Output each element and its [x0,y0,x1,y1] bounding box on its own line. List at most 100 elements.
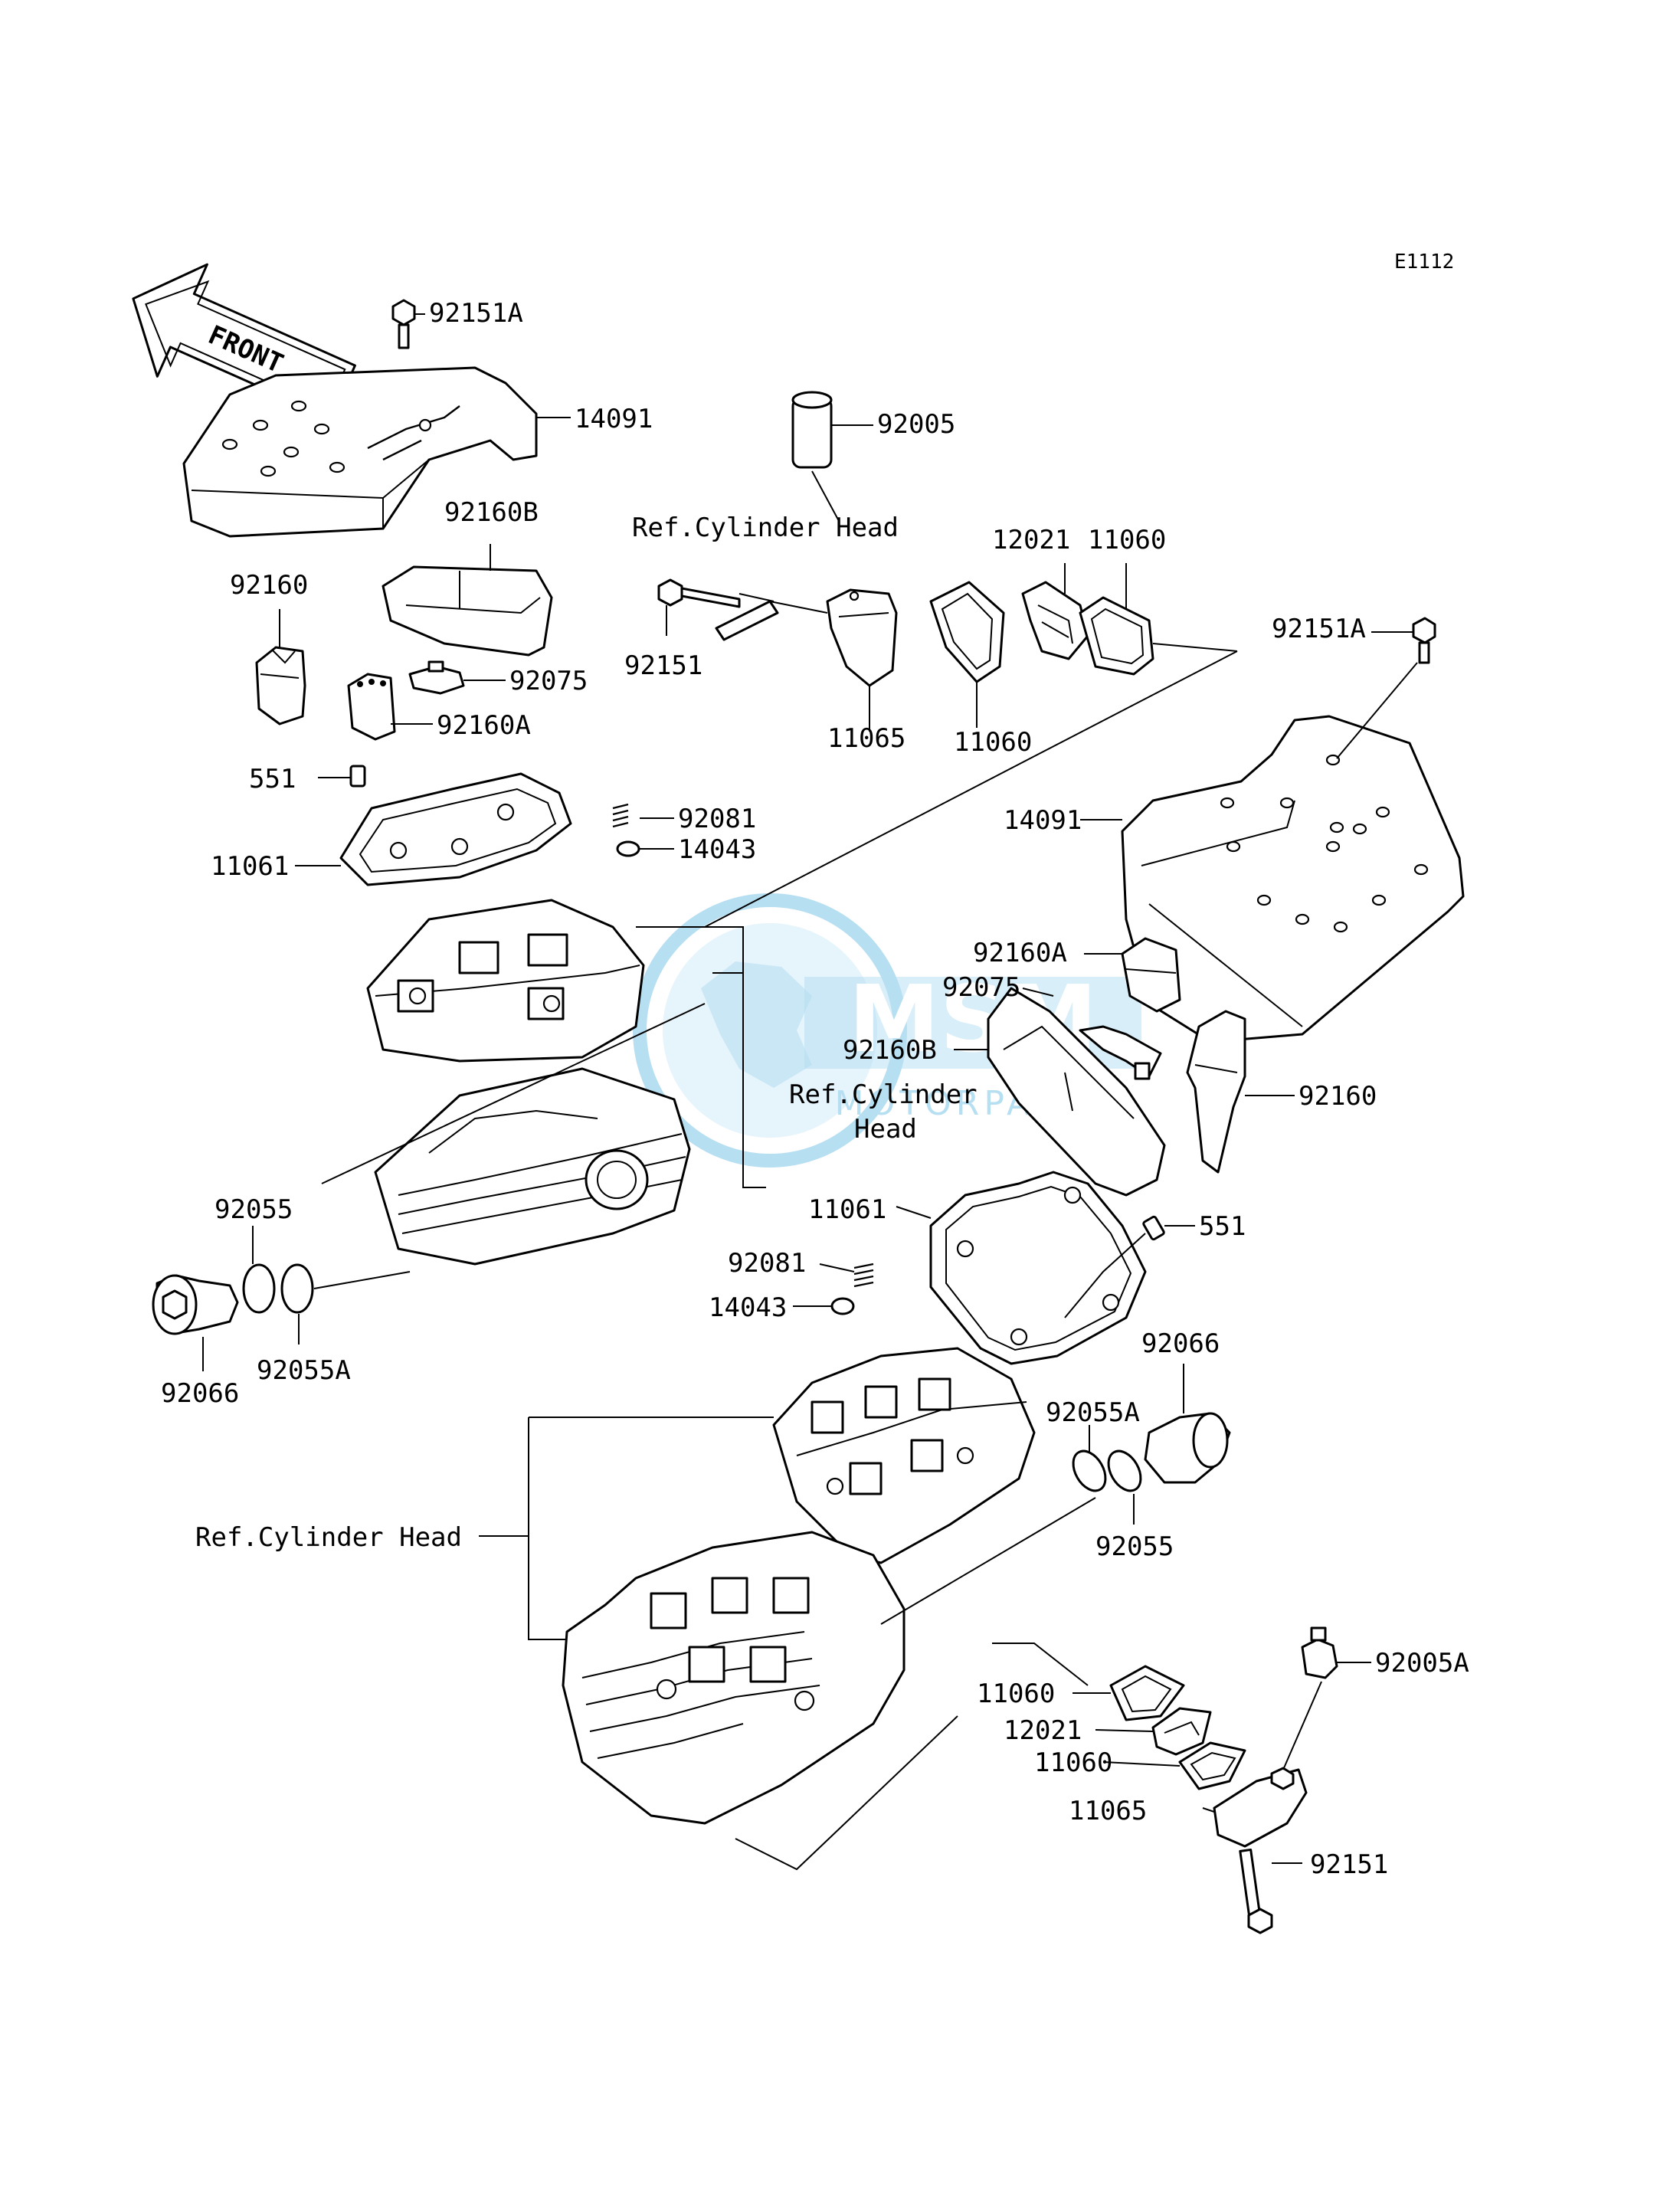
label-92151A: 92151A [429,298,523,329]
label-92075: 92075 [509,666,588,696]
part-92151-bolt-bottom [1239,1848,1273,1934]
label-92160-right: 92160 [1298,1081,1377,1112]
leader-92151A-right [1336,662,1418,759]
label-92055-left: 92055 [215,1194,293,1225]
label-12021-bottom: 12021 [1004,1715,1082,1746]
ref-bracket-bottom-b [528,1417,567,1640]
part-92075-right [1079,1025,1162,1080]
part-92160A-left [347,673,396,741]
part-14091-left-cover [182,366,538,538]
callout-labels: 92151A 14091 92005 92160B 92160 Ref.Cyli… [161,298,1469,1880]
label-92160A: 92160A [437,710,531,741]
label-92160A-right: 92160A [973,938,1067,968]
label-14043: 14043 [678,834,756,865]
ref-cylinder-head-top: Ref.Cylinder Head [632,513,899,543]
leader-92005 [811,470,840,522]
label-11060-b: 11060 [954,727,1032,758]
leader-lines [202,313,1413,1864]
label-11061: 11061 [211,851,289,882]
label-92081: 92081 [678,804,756,834]
part-92055A-right-oring [1072,1449,1107,1492]
part-92151A-bolt-right [1412,617,1436,664]
part-92160A-right [1121,937,1181,1013]
part-92151-bolt-top [657,578,741,608]
ref-cylinder-head-mid-1: Ref.Cylinder [789,1079,978,1110]
part-14043-right-cap [830,1297,855,1315]
leader-ref-cyl-top [738,593,775,602]
part-92055-left-oring [242,1263,276,1314]
part-11060-bottom-gasket-b [1178,1741,1246,1790]
leader-ref-top-diagonal [704,650,1238,928]
part-92066-left-adapter [152,1274,239,1335]
label-551-right: 551 [1199,1211,1246,1242]
label-92151: 92151 [624,650,702,681]
part-92160-left [255,646,306,725]
label-92081-bottom: 92081 [728,1248,806,1279]
label-92005: 92005 [877,409,955,440]
part-14091-right-cover [1121,715,1465,1043]
part-92160B-top [382,565,553,657]
label-92066-right: 92066 [1141,1328,1220,1359]
ref-cylinder-head-mid-2: Head [854,1114,917,1145]
part-551-right-dowel [1142,1215,1165,1241]
part-front-rocker-housing [772,1347,1036,1564]
leader-92005A [1282,1681,1322,1770]
part-11065-top-block [826,588,898,687]
part-12021-top-reed [1021,581,1089,660]
part-92081-right-spring [853,1263,874,1288]
label-11061-right: 11061 [808,1194,886,1225]
label-92005A: 92005A [1375,1648,1469,1679]
part-14043-left-cap [616,840,640,857]
part-11060-top-gasket-b [1079,596,1154,676]
leader-bottom-intake-a [992,1643,1089,1686]
label-11065-bottom: 11065 [1069,1796,1147,1826]
leader-top-intake [1152,643,1238,652]
leader-front-head-ref-bottom [735,1715,958,1871]
part-front-cylinder-head [562,1531,905,1825]
part-92075-left [408,660,465,695]
part-pipe-top [715,600,828,641]
label-11060-d: 11060 [1034,1747,1112,1778]
part-92160B-right [987,987,1166,1197]
label-551: 551 [249,764,296,794]
part-551-left-dowel [349,765,366,788]
label-92055A-right: 92055A [1046,1397,1140,1428]
label-11065: 11065 [827,723,905,754]
part-92066-right-adapter [1144,1412,1231,1484]
label-14091: 14091 [575,404,653,434]
part-92081-left-spring [612,803,629,828]
label-92160B: 92160B [444,497,539,528]
leader-front-head [880,1497,1096,1625]
leader-rear-head-ref [321,1003,706,1184]
part-92055-right-oring [1107,1449,1142,1492]
leader-92055A-left [313,1271,411,1289]
label-11060: 11060 [1088,525,1166,555]
label-92151-bottom: 92151 [1310,1849,1388,1880]
part-12021-bottom-reed [1151,1707,1212,1756]
label-92055A-left: 92055A [257,1355,351,1386]
part-92005-cap-top [791,391,833,469]
leader-551-right [1064,1233,1146,1318]
part-11060-bottom-gasket-a [1109,1665,1185,1721]
part-92005A-fitting [1301,1626,1338,1679]
part-92055A-left-oring [280,1263,314,1314]
label-92066-left: 92066 [161,1378,239,1409]
label-92075-right: 92075 [942,972,1020,1003]
diagram-code: E1112 [1394,251,1454,273]
label-92160: 92160 [230,570,308,601]
part-rear-cylinder-head [374,1067,691,1266]
part-11061-right-gasket [929,1171,1147,1365]
ref-bracket-mid [636,926,766,1188]
part-92160-right [1186,1010,1246,1174]
label-92055-right: 92055 [1095,1531,1174,1562]
part-11065-bottom-block [1213,1767,1308,1848]
label-11060-c: 11060 [977,1679,1055,1709]
label-92151A-right: 92151A [1272,614,1366,644]
label-12021: 12021 [992,525,1070,555]
ref-cylinder-head-bottom: Ref.Cylinder Head [195,1522,462,1553]
part-rear-rocker-housing [366,899,645,1063]
label-14043-bottom: 14043 [709,1292,787,1323]
part-92151A-bolt-top [391,299,416,349]
part-11061-left-gasket [339,772,572,886]
